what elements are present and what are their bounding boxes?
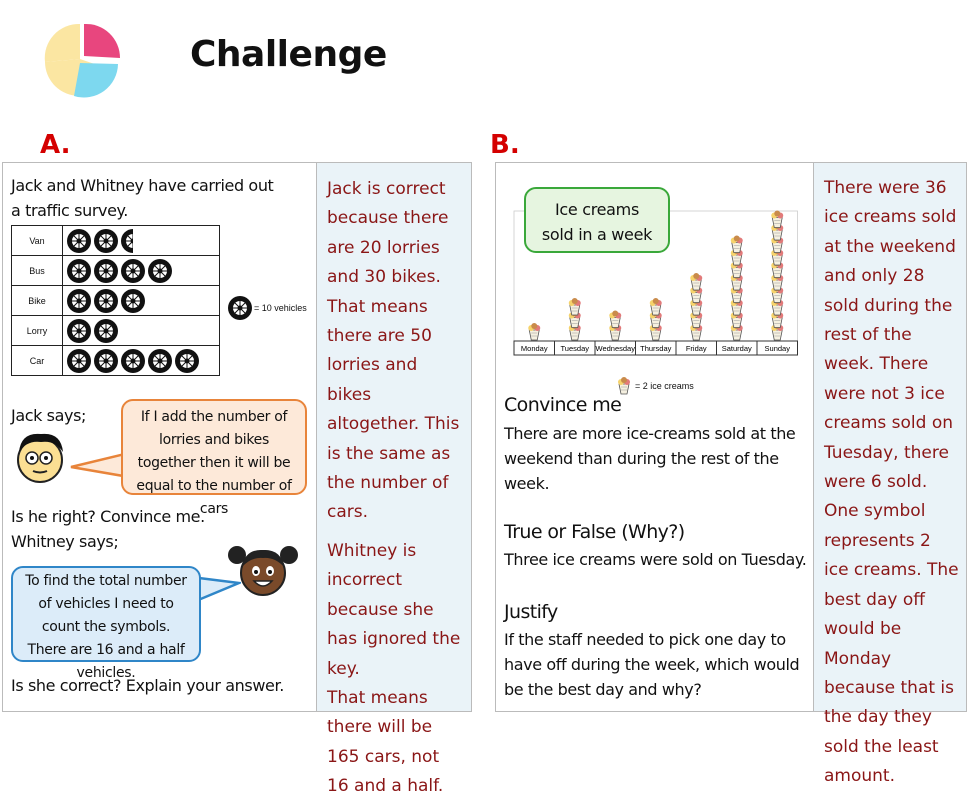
whitney-avatar <box>228 546 298 596</box>
section-a-panel: Jack and Whitney have carried out a traf… <box>2 162 472 796</box>
pictogram-row: Bus <box>11 255 220 286</box>
ice-cream-key-label: = 2 ice creams <box>635 381 694 391</box>
ice-cream-icon <box>568 297 582 316</box>
pictogram-row: Lorry <box>11 315 220 346</box>
jack-speech-bubble: If I add the number of lorries and bikes… <box>121 399 307 517</box>
pictogram-row-label: Car <box>11 345 63 376</box>
section-b-panel: Monday Tuesday Wednesday Thursday Friday Satu… <box>495 162 967 786</box>
day-label: Tuesday <box>561 344 590 353</box>
pictogram-row-label: Lorry <box>11 315 63 346</box>
wheel-icon <box>147 258 173 283</box>
wheel-icon <box>66 288 92 313</box>
intro-text: Jack and Whitney have carried out a traf… <box>11 176 274 220</box>
wheel-icon <box>93 318 119 343</box>
ice-cream-key: = 2 ice creams <box>616 377 694 395</box>
pictogram-row: Car <box>11 345 220 376</box>
true-false-text: Three ice creams were sold on Tuesday. <box>504 550 807 569</box>
convince-text: There are more ice-creams sold at the we… <box>504 424 796 493</box>
ice-cream-icon <box>770 210 784 228</box>
day-label: Wednesday <box>596 344 636 353</box>
justify-heading: Justify <box>504 601 558 623</box>
answer-key-explanation: That means there will be 165 cars, not 1… <box>327 687 444 797</box>
wheel-icon <box>174 348 200 373</box>
pictogram-row-symbols <box>62 285 220 316</box>
pictogram-key: = 10 vehicles <box>227 295 307 321</box>
day-label: Friday <box>686 344 707 353</box>
ice-cream-icon <box>608 310 622 328</box>
wheel-icon <box>120 288 146 313</box>
day-label: Saturday <box>722 344 752 353</box>
pictogram-row-label: Bike <box>11 285 63 316</box>
answer-jack: Jack is correct because there are 20 lor… <box>327 179 460 523</box>
true-false-heading: True or False (Why?) <box>504 521 685 543</box>
question-jack: Is he right? Convince me. <box>11 507 205 526</box>
section-b-answer-panel: There were 36 ice creams sold at the wee… <box>813 163 966 786</box>
pictogram-key-label: = 10 vehicles <box>254 303 307 313</box>
pictogram-row-symbols <box>62 345 220 376</box>
section-b-label: B. <box>490 130 520 160</box>
section-a-answer-panel: Jack is correct because there are 20 lor… <box>316 163 471 796</box>
wheel-icon <box>66 228 92 253</box>
justify-text: If the staff needed to pick one day to h… <box>504 630 800 699</box>
wheel-icon <box>66 348 92 373</box>
whitney-bubble-tail <box>190 575 241 605</box>
chart-label-box: Ice creams sold in a week <box>524 187 670 253</box>
wheel-icon <box>66 318 92 343</box>
day-label: Sunday <box>765 344 791 353</box>
pictogram-row: Van <box>11 225 220 256</box>
page-title: Challenge <box>190 34 387 75</box>
pictogram-row-label: Bus <box>11 255 63 286</box>
wheel-icon <box>66 258 92 283</box>
answer-ice-creams: There were 36 ice creams sold at the wee… <box>824 178 959 787</box>
ice-cream-icon <box>527 322 541 341</box>
jack-says-label: Jack says; <box>11 406 87 425</box>
wheel-icon <box>93 258 119 283</box>
pictogram-row-symbols <box>62 225 220 256</box>
half-wheel-icon <box>120 228 133 253</box>
section-a-label: A. <box>40 130 71 160</box>
day-label: Monday <box>521 344 548 353</box>
day-cell <box>756 340 798 356</box>
wheel-icon <box>93 288 119 313</box>
pictogram-row: Bike <box>11 285 220 316</box>
pictogram-row-symbols <box>62 255 220 286</box>
ice-cream-icon <box>649 297 663 316</box>
whitney-speech-bubble: To find the total number of vehicles I n… <box>11 566 201 681</box>
day-label: Thursday <box>640 344 672 353</box>
ice-cream-icon <box>730 235 744 253</box>
wheel-icon <box>147 348 173 373</box>
wheel-icon <box>227 295 253 321</box>
wheel-icon <box>120 258 146 283</box>
wheel-icon <box>93 348 119 373</box>
wheel-icon <box>120 348 146 373</box>
answer-whitney: Whitney is incorrect because she has ign… <box>327 540 461 679</box>
pie-chart-icon <box>44 23 121 98</box>
pictogram-row-label: Van <box>11 225 63 256</box>
convince-heading: Convince me <box>504 394 622 416</box>
ice-cream-icon <box>617 377 631 395</box>
ice-cream-icon <box>689 272 703 291</box>
pictogram-row-symbols <box>62 315 220 346</box>
jack-avatar <box>17 433 63 483</box>
jack-bubble-tail <box>70 451 130 479</box>
question-whitney: Is she correct? Explain your answer. <box>11 676 284 695</box>
whitney-says-label: Whitney says; <box>11 532 119 551</box>
wheel-icon <box>93 228 119 253</box>
